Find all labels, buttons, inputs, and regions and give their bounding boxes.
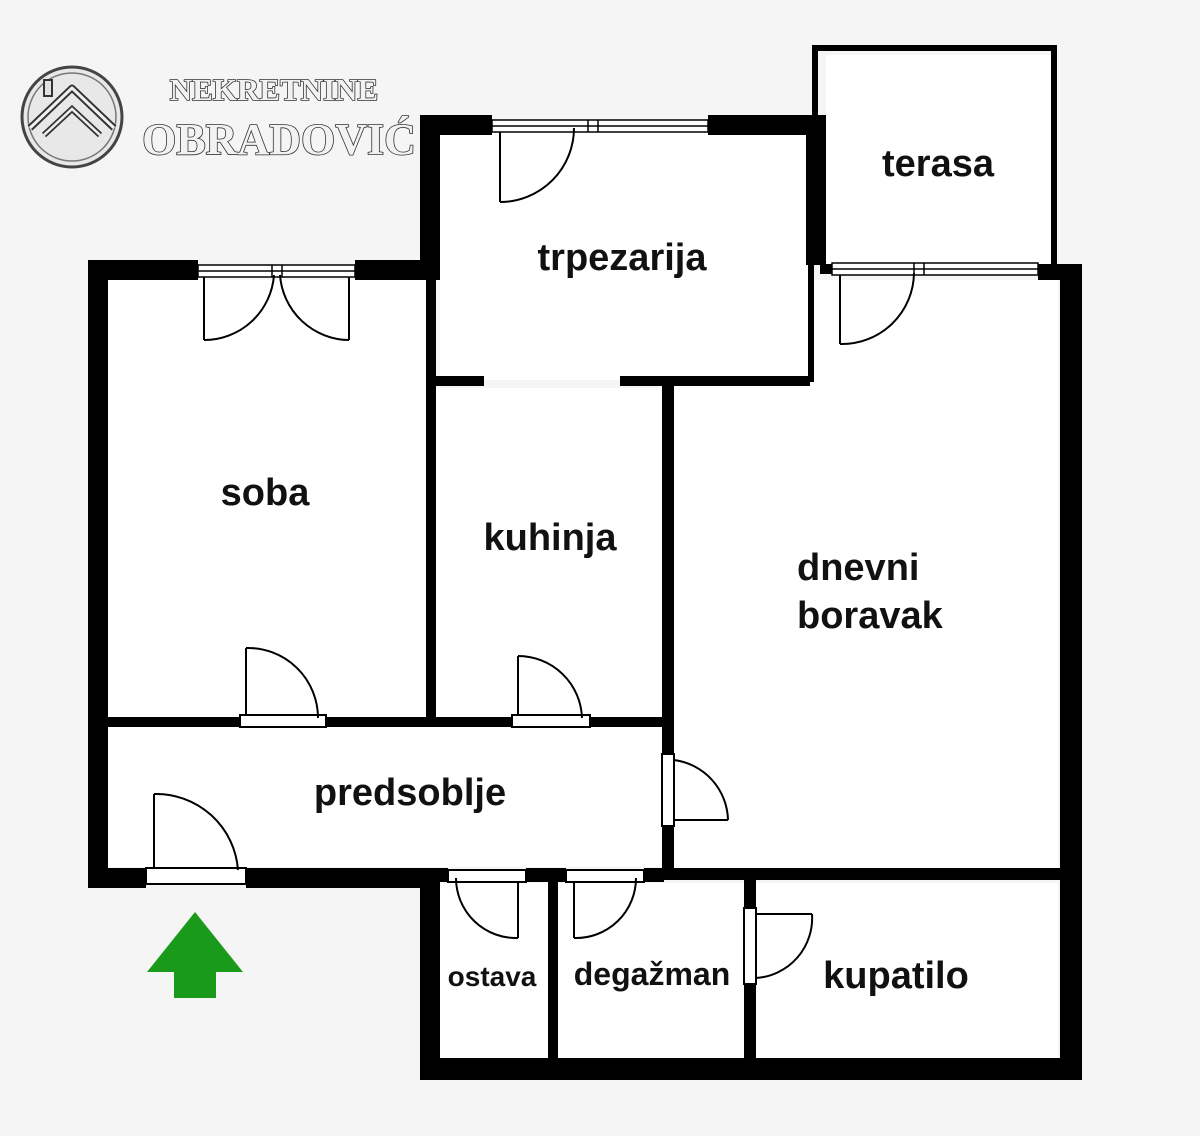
wall-ostava-top-right — [526, 868, 566, 882]
room-labels: terasa trpezarija soba kuhinja dnevni bo… — [221, 143, 995, 997]
wall-trpezarija-west — [420, 115, 440, 273]
label-soba: soba — [221, 472, 311, 514]
wall-trpezarija-top-left — [420, 115, 492, 135]
wall-soba-bottom-left — [108, 717, 240, 727]
door-ostava — [447, 869, 527, 940]
brand-line1: NEKRETNINE — [170, 72, 378, 107]
wall-ostava-degazman — [548, 878, 558, 1060]
wall-terasa-top — [812, 45, 1057, 51]
label-dnevni: dnevni — [797, 547, 919, 589]
door-soba — [239, 646, 327, 728]
wall-soba-bottom-right — [326, 717, 512, 727]
door-dnevni — [661, 753, 729, 827]
label-kupatilo: kupatilo — [823, 955, 969, 997]
door-kuhinja — [511, 655, 591, 728]
wall-predsoblje-east-lower — [662, 826, 674, 874]
label-predsoblje: predsoblje — [314, 772, 506, 814]
wall-trpezarija-east-inner — [808, 130, 814, 382]
wall-kuhinja-dnevni — [662, 386, 674, 754]
wall-kuhinja-bottom-right — [590, 717, 666, 727]
wall-degazman-kupatilo-bottom — [744, 984, 756, 1060]
label-kuhinja: kuhinja — [483, 517, 617, 559]
window-trpezarija — [491, 119, 709, 133]
label-ostava: ostava — [448, 961, 537, 992]
wall-trpezarija-bottom-left — [436, 376, 484, 386]
window-dnevni — [831, 262, 1039, 276]
wall-south — [420, 1058, 1082, 1080]
wall-trpezarija-top-right — [708, 115, 822, 135]
entrance-arrow-icon — [147, 912, 243, 998]
wall-degazman-top-right — [644, 868, 664, 882]
door-soba-balcony — [203, 274, 350, 342]
brand-line2: OBRADOVIĆ — [142, 115, 416, 164]
wall-terasa-east — [1051, 45, 1057, 265]
wall-entrance-right — [246, 868, 428, 888]
walls — [88, 45, 1082, 1080]
door-entrance — [145, 792, 247, 885]
wall-entrance-left — [88, 868, 146, 888]
wall-dnevni-bottom — [662, 868, 1062, 880]
wall-soba-kuhinja — [426, 273, 436, 718]
label-boravak: boravak — [797, 595, 944, 637]
wall-ostava-west — [420, 868, 440, 1080]
label-trpezarija: trpezarija — [538, 237, 708, 279]
label-terasa: terasa — [882, 143, 995, 185]
logo: NEKRETNINE OBRADOVIĆ — [20, 65, 417, 169]
door-dnevni-terasa — [839, 272, 915, 346]
wall-soba-top-left — [88, 260, 198, 280]
wall-terasa-west — [812, 45, 818, 127]
window-soba — [197, 264, 356, 278]
door-trpezarija — [499, 127, 575, 203]
wall-east — [1060, 264, 1082, 1080]
door-kupatilo — [743, 907, 814, 985]
door-degazman — [565, 869, 645, 940]
windows — [197, 119, 1039, 278]
wall-trpezarija-bottom-right — [620, 376, 810, 386]
wall-degazman-kupatilo-top — [744, 878, 756, 908]
wall-soba-top-right — [355, 260, 440, 280]
label-degazman: degažman — [574, 956, 730, 992]
house-roof-icon — [20, 65, 124, 169]
wall-west — [88, 260, 108, 888]
doors — [145, 127, 915, 985]
